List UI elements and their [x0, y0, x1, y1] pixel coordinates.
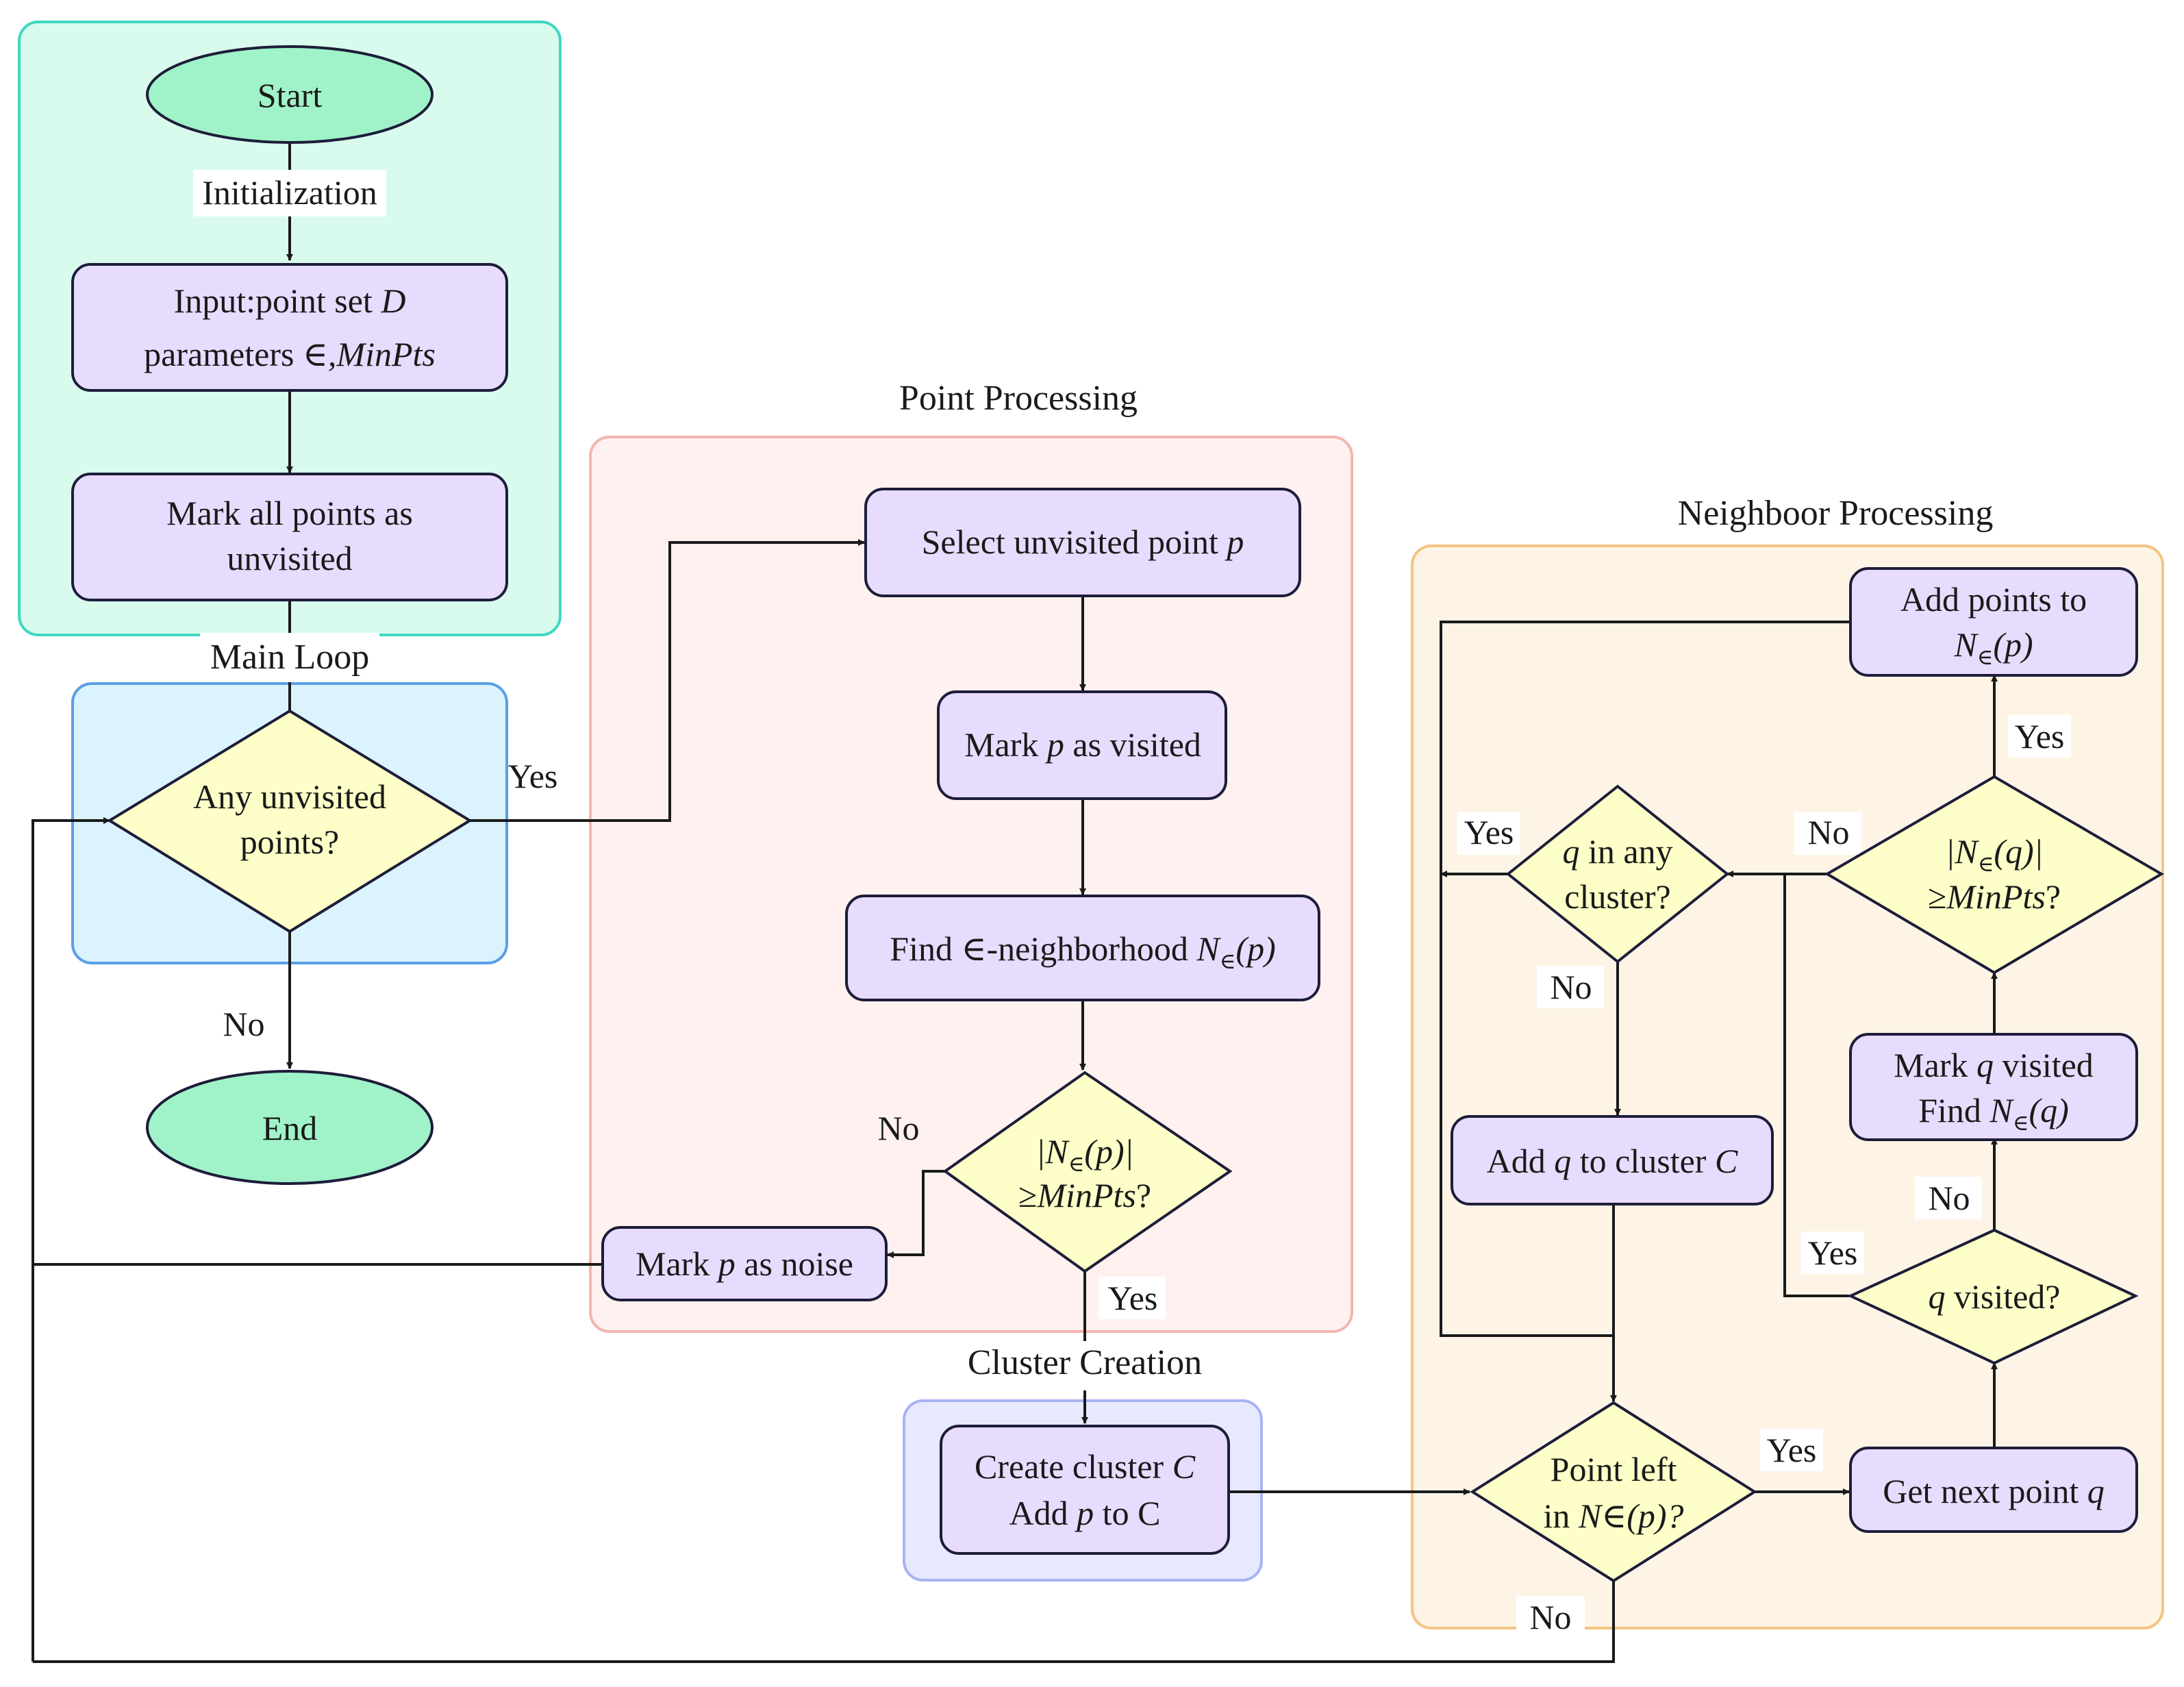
end-label: End	[262, 1109, 318, 1147]
find-neighborhood-box	[845, 895, 1320, 1001]
core-check-line1: |N∈(p)|	[1036, 1132, 1134, 1176]
any-yes-label: Yes	[508, 757, 558, 795]
add-q-label: Add q to cluster C	[1487, 1142, 1738, 1180]
create-cluster-line1: Create cluster C	[975, 1447, 1196, 1486]
cluster-creation-title-bg	[959, 1341, 1211, 1390]
point-left-yes-label-bg	[1760, 1429, 1823, 1471]
any-unvisited-decision	[107, 709, 473, 934]
q-core-line1: |N∈(q)|	[1946, 832, 2044, 876]
select-unvisited-label: Select unvisited point p	[922, 523, 1244, 561]
q-visited-yes-label: Yes	[1808, 1234, 1858, 1272]
cluster-creation-title: Cluster Creation	[968, 1343, 1202, 1382]
core-check-line2: ≥MinPts?	[1018, 1176, 1151, 1214]
any-unvisited-line1: Any unvisited	[193, 777, 386, 816]
get-next-point-label: Get next point q	[1883, 1472, 2105, 1510]
edge-loop-return	[32, 817, 110, 1662]
main-loop-title: Main Loop	[210, 638, 370, 677]
core-no-label: No	[877, 1109, 919, 1147]
q-visited-label: q visited?	[1928, 1277, 2060, 1316]
mark-all-line2: unvisited	[227, 539, 352, 577]
edge-any-select	[470, 539, 865, 822]
q-visited-no-label-bg	[1915, 1177, 1982, 1219]
point-left-yes-label: Yes	[1767, 1431, 1817, 1469]
start-label: Start	[258, 76, 323, 114]
create-cluster-box	[940, 1425, 1230, 1555]
start-node	[146, 45, 434, 144]
add-points-line1: Add points to	[1900, 580, 2087, 618]
core-check-decision	[942, 1071, 1233, 1273]
point-left-no-label-bg	[1516, 1596, 1585, 1638]
select-unvisited-box	[864, 488, 1301, 597]
q-core-no-label-bg	[1794, 812, 1861, 855]
q-in-cluster-decision	[1505, 784, 1730, 964]
initialization-label-bg	[193, 170, 386, 216]
q-in-cluster-yes-label-bg	[1457, 812, 1520, 855]
end-node	[146, 1070, 434, 1185]
point-left-line1: Point left	[1551, 1450, 1677, 1488]
input-line1: Input:point set D	[174, 282, 406, 320]
mark-noise-label: Mark p as noise	[636, 1245, 853, 1283]
any-unvisited-line2: points?	[240, 823, 339, 861]
edge-addpoints-loop	[1440, 621, 1850, 1337]
add-points-box	[1849, 567, 2138, 677]
point-processing-group	[589, 436, 1353, 1333]
mark-q-line1: Mark q visited	[1894, 1046, 2094, 1084]
q-core-line2: ≥MinPts?	[1928, 877, 2061, 916]
any-no-label: No	[223, 1005, 264, 1043]
q-core-yes-label: Yes	[2015, 717, 2065, 755]
mark-all-line1: Mark all points as	[166, 494, 413, 532]
neighbor-processing-title: Neighboor Processing	[1678, 494, 1994, 533]
q-in-cluster-no-label-bg	[1537, 966, 1604, 1008]
q-in-cluster-yes-label: Yes	[1464, 813, 1514, 851]
point-left-decision	[1470, 1401, 1757, 1583]
mark-visited-box	[937, 690, 1227, 800]
mark-q-line2: Find N∈(q)	[1918, 1091, 2069, 1135]
q-visited-decision	[1847, 1228, 2139, 1365]
q-core-yes-label-bg	[2008, 715, 2071, 758]
initialization-label: Initialization	[202, 173, 377, 212]
add-q-box	[1451, 1115, 1774, 1205]
q-in-cluster-line2: cluster?	[1564, 877, 1670, 916]
add-points-line2: N∈(p)	[1953, 625, 2033, 669]
core-yes-label-bg	[1099, 1277, 1166, 1319]
find-neighborhood-label: Find ∈-neighborhood N∈(p)	[890, 929, 1275, 973]
mark-all-box	[71, 473, 508, 601]
main-loop-title-bg	[200, 633, 379, 682]
q-visited-no-label: No	[1928, 1179, 1970, 1217]
point-processing-title: Point Processing	[899, 379, 1138, 418]
mark-visited-label: Mark p as visited	[964, 725, 1201, 764]
point-left-line2: in N∈(p)?	[1543, 1497, 1683, 1535]
q-core-decision	[1824, 775, 2164, 975]
edge-qvisited-qincluster	[1783, 874, 1849, 1297]
edge-core-noise	[887, 1170, 945, 1258]
q-in-cluster-no-label: No	[1550, 968, 1592, 1006]
mark-q-visited-box	[1849, 1033, 2138, 1141]
create-cluster-line2: Add p to C	[1009, 1494, 1161, 1532]
q-core-no-label: No	[1807, 813, 1849, 851]
edge-pointleft-no	[33, 1581, 1615, 1663]
input-box	[71, 263, 508, 392]
core-yes-label: Yes	[1108, 1279, 1158, 1317]
q-visited-yes-label-bg	[1801, 1232, 1864, 1274]
q-in-cluster-line1: q in any	[1562, 832, 1672, 871]
point-left-no-label: No	[1529, 1598, 1571, 1636]
input-line2: parameters ∈,MinPts	[144, 335, 436, 373]
get-next-point-box	[1849, 1447, 2138, 1533]
mark-noise-box	[601, 1226, 888, 1301]
